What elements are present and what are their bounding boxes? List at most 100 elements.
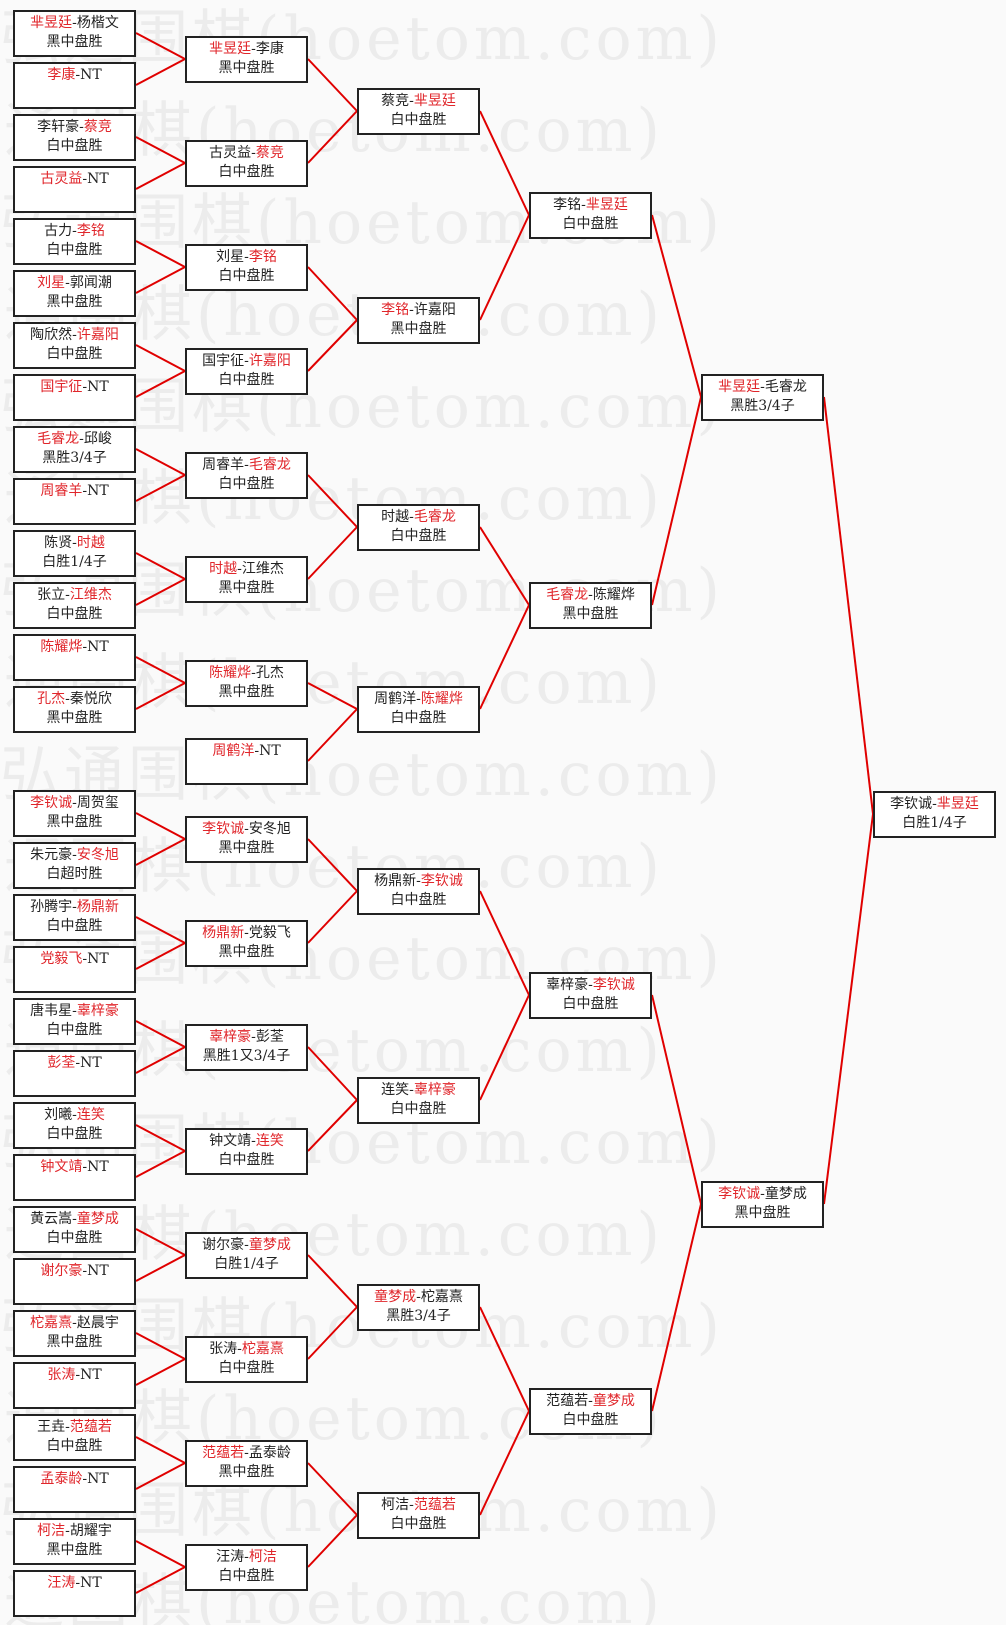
match-players: 张涛-柁嘉熹 (187, 1340, 306, 1359)
match-box: 党毅飞-NT (13, 946, 136, 993)
match-result: 黑中盘胜 (46, 1542, 103, 1558)
connector-line (307, 890, 358, 944)
separator: - (82, 171, 88, 187)
match-box: 孟泰龄-NT (13, 1466, 136, 1513)
connector-line (307, 708, 358, 762)
separator: - (416, 1289, 421, 1305)
match-players: 王垚-范蕴若 (15, 1418, 134, 1437)
match-players: 党毅飞-NT (15, 950, 134, 969)
player-2: 蔡竞 (83, 119, 112, 135)
player-1: 芈昱廷 (718, 379, 761, 395)
match-players: 柁嘉熹-赵晨宇 (15, 1314, 134, 1333)
separator: - (251, 1133, 256, 1149)
match-box: 谢尔豪-童梦成白胜1/4子 (185, 1232, 308, 1279)
separator: - (409, 1497, 414, 1513)
match-result: 黑中盘胜 (734, 1205, 791, 1221)
player-2: 李铭 (76, 223, 105, 239)
player-1: 汪涛 (216, 1549, 245, 1565)
player-2: 许嘉阳 (76, 327, 119, 343)
match-box: 张立-江维杰白中盘胜 (13, 582, 136, 629)
player-1: 张涛 (209, 1341, 238, 1357)
player-2: 范蕴若 (69, 1419, 112, 1435)
connector-line (307, 1306, 358, 1360)
connector-line (135, 1254, 186, 1282)
player-2: 陈耀烨 (592, 587, 635, 603)
match-box: 李康-NT (13, 62, 136, 109)
match-box: 李钦诚-童梦成黑中盘胜 (701, 1181, 824, 1228)
player-2: 安冬旭 (76, 847, 119, 863)
connector-line (135, 838, 186, 866)
match-result: 白中盘胜 (390, 112, 447, 128)
match-result: 白中盘胜 (562, 996, 619, 1012)
match-box: 刘星-李铭白中盘胜 (185, 244, 308, 291)
match-players: 李钦诚-周贺玺 (15, 794, 134, 813)
match-result: 黑中盘胜 (46, 710, 103, 726)
separator: - (72, 899, 77, 915)
separator: - (72, 223, 77, 239)
match-result: 白中盘胜 (46, 1230, 103, 1246)
player-1: 周鹤洋 (374, 691, 417, 707)
connector-line (307, 838, 358, 892)
separator: - (244, 249, 249, 265)
match-players: 柯洁-范蕴若 (359, 1496, 478, 1515)
separator: - (72, 1003, 77, 1019)
player-1: 孙腾宇 (30, 899, 73, 915)
match-result: 白中盘胜 (218, 1152, 275, 1168)
match-result: 白超时胜 (46, 866, 103, 882)
player-2: 周贺玺 (76, 795, 119, 811)
match-box: 陈耀烨-孔杰黑中盘胜 (185, 660, 308, 707)
match-box: 张涛-NT (13, 1362, 136, 1409)
connector-line (307, 58, 358, 112)
player-2: 范蕴若 (413, 1497, 456, 1513)
separator: - (65, 1523, 70, 1539)
player-1: 毛睿龙 (37, 431, 80, 447)
connector-line (651, 214, 702, 398)
connector-line (135, 1020, 186, 1048)
match-box: 刘星-郭闻潮黑中盘胜 (13, 270, 136, 317)
player-2: 童梦成 (764, 1186, 807, 1202)
match-players: 朱元豪-安冬旭 (15, 846, 134, 865)
match-box: 钟文靖-连笑白中盘胜 (185, 1128, 308, 1175)
match-result: 黑中盘胜 (46, 1334, 103, 1350)
match-result: 黑中盘胜 (218, 840, 275, 856)
player-1: 周睿羊 (40, 483, 83, 499)
match-players: 古力-李铭 (15, 222, 134, 241)
player-1: 陈耀烨 (40, 639, 83, 655)
player-1: 范蕴若 (202, 1445, 245, 1461)
match-box: 国宇征-NT (13, 374, 136, 421)
player-2: NT (259, 743, 281, 759)
connector-line (307, 526, 358, 580)
match-players: 芈昱廷-李康 (187, 40, 306, 59)
separator: - (65, 691, 70, 707)
match-result: 黑中盘胜 (390, 321, 447, 337)
connector-line (307, 266, 358, 321)
connector-line (479, 214, 530, 321)
separator: - (237, 1341, 242, 1357)
match-players: 毛睿龙-邱峻 (15, 430, 134, 449)
connector-line (135, 266, 186, 294)
match-players: 刘星-李铭 (187, 248, 306, 267)
match-players: 辜梓豪-李钦诚 (531, 976, 650, 995)
connector-line (823, 396, 874, 815)
connector-line (135, 812, 186, 840)
player-1: 周睿羊 (202, 457, 245, 473)
match-result: 白中盘胜 (46, 606, 103, 622)
player-2: NT (80, 1575, 102, 1591)
match-players: 蔡竞-芈昱廷 (359, 92, 478, 111)
match-box: 王垚-范蕴若白中盘胜 (13, 1414, 136, 1461)
player-2: NT (80, 1367, 102, 1383)
match-result: 白中盘胜 (562, 1412, 619, 1428)
player-2: 辜梓豪 (413, 1082, 456, 1098)
match-box: 周鹤洋-陈耀烨白中盘胜 (357, 686, 480, 733)
match-players: 陈耀烨-NT (15, 638, 134, 657)
player-2: 李铭 (248, 249, 277, 265)
player-1: 刘曦 (44, 1107, 73, 1123)
player-1: 党毅飞 (40, 951, 83, 967)
match-result: 白中盘胜 (218, 164, 275, 180)
match-box: 毛睿龙-邱峻黑胜3/4子 (13, 426, 136, 473)
separator: - (581, 197, 586, 213)
match-result: 黑中盘胜 (218, 1464, 275, 1480)
connector-line (479, 890, 530, 996)
connector-line (135, 1566, 186, 1594)
match-box: 汪涛-柯洁白中盘胜 (185, 1544, 308, 1591)
